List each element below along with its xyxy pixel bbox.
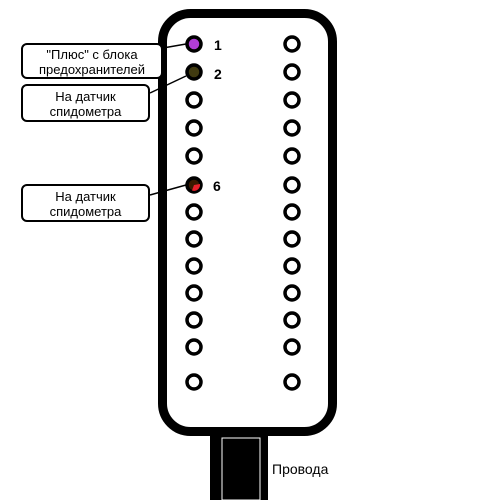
pin-left-3 [185,91,203,109]
pin-right-7 [283,203,301,221]
callout-pin6: На датчик спидометра [21,184,150,222]
leader-line-pin1 [162,43,187,49]
pin-number-6: 6 [213,178,221,194]
leader-line-pin2 [149,75,187,94]
pin-right-12 [283,338,301,356]
callout-pin6-line1: На датчик [55,189,116,204]
pin-left-8 [185,230,203,248]
callout-pin2-line2: спидометра [49,104,122,119]
pin-right-13 [283,373,301,391]
pin-left-6-red-stripe [192,184,201,191]
pin-number-2: 2 [214,66,222,82]
pin-right-4 [283,119,301,137]
pin-left-4 [185,119,203,137]
pin-left-5 [185,147,203,165]
pin-column-right [283,35,301,391]
pin-left-10 [185,284,203,302]
wire-bundle-outline [221,437,261,500]
callout-pin1-line2: предохранителей [39,62,145,77]
leader-line-pin6 [149,184,187,196]
pin-right-8 [283,230,301,248]
callout-pin6-line2: спидометра [49,204,122,219]
callout-pin1: "Плюс" с блока предохранителей [21,43,163,79]
wire-bundle [210,432,268,500]
callout-pin2: На датчик спидометра [21,84,150,122]
wires-label: Провода [272,461,329,477]
pin-left-9 [185,257,203,275]
pin-left-7 [185,203,203,221]
pin-right-5 [283,147,301,165]
pin-left-11 [185,311,203,329]
pin-right-6 [283,176,301,194]
pin-left-12 [185,338,203,356]
callout-pin2-line1: На датчик [55,89,116,104]
pin-left-13 [185,373,203,391]
pin-number-1: 1 [214,37,222,53]
pin-left-2 [185,63,203,81]
pin-right-1 [283,35,301,53]
pin-right-2 [283,63,301,81]
pin-left-1 [185,35,203,53]
pin-right-11 [283,311,301,329]
pin-right-10 [283,284,301,302]
pin-right-9 [283,257,301,275]
callout-pin1-line1: "Плюс" с блока [46,47,138,62]
pin-right-3 [283,91,301,109]
pin-column-left [185,35,203,391]
